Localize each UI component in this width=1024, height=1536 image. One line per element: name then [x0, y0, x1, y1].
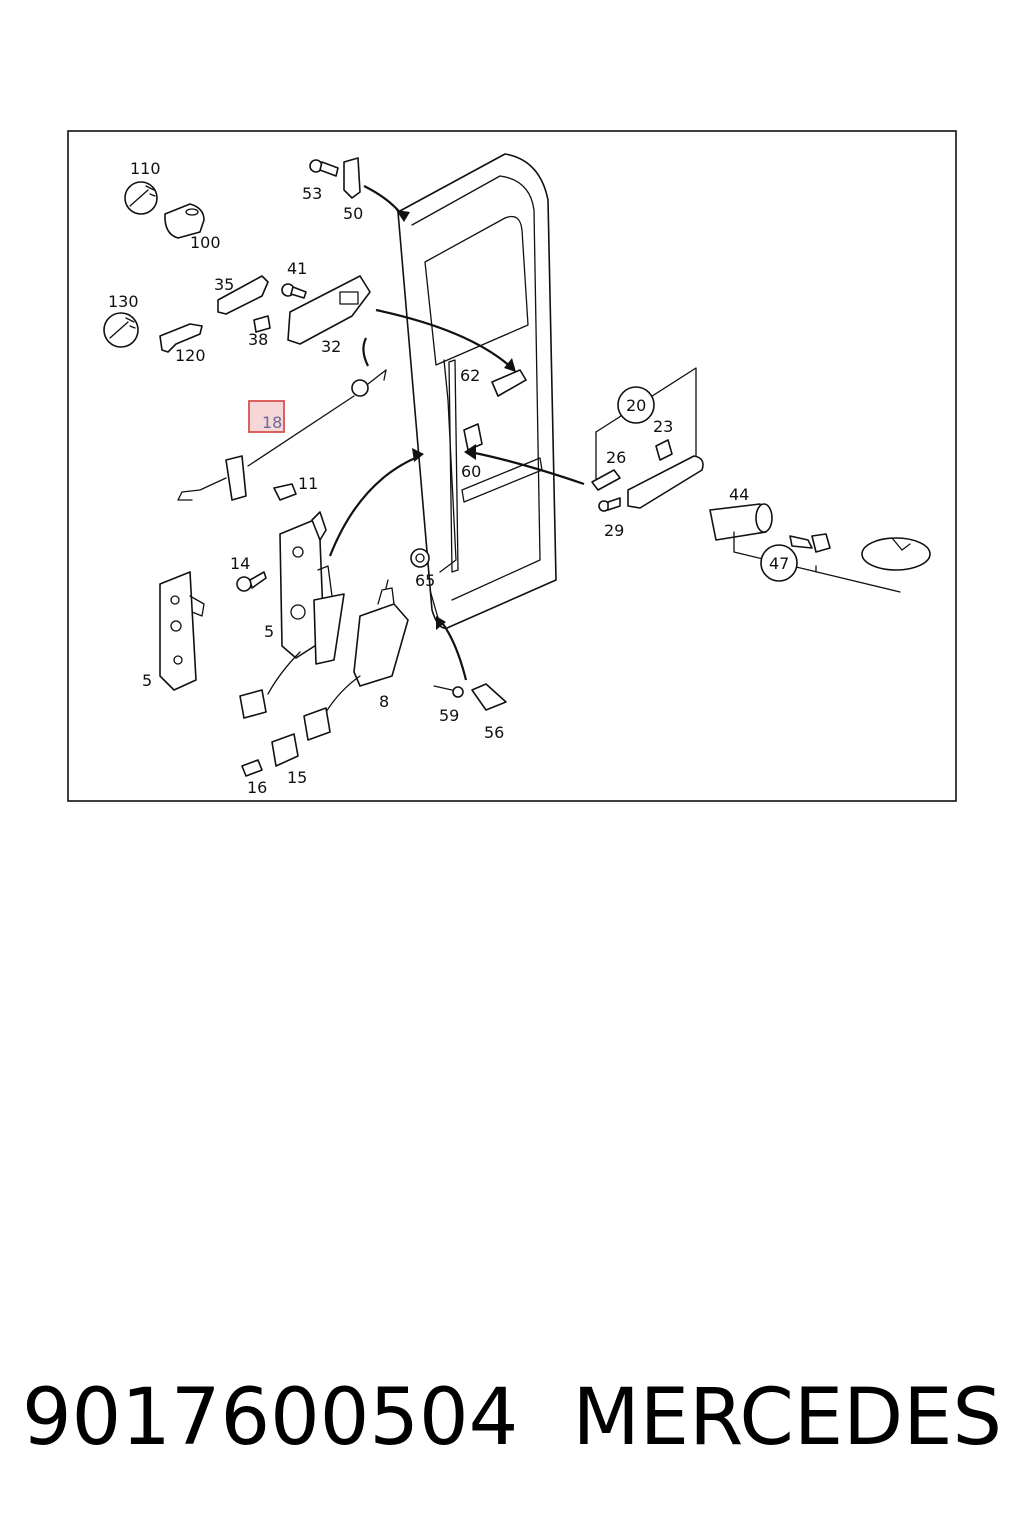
- arrow-56-to-door: [439, 619, 468, 681]
- part-53-bolt: [309, 159, 339, 177]
- wire-lock: [267, 651, 301, 695]
- callout-35: 35: [214, 275, 234, 294]
- diagram-frame: [67, 130, 957, 802]
- arrow-handle-to-door: [469, 450, 585, 486]
- callout-18-highlight: [248, 400, 285, 433]
- callout-29: 29: [604, 521, 624, 540]
- part-50-clip: [343, 157, 361, 199]
- part-29-screw: [598, 497, 621, 512]
- arrowhead-lock: [412, 448, 424, 462]
- part-outer-handle: [627, 455, 704, 509]
- arrowhead-32: [504, 358, 516, 372]
- part-5-lock-plate: [159, 571, 205, 691]
- part-35-bracket: [217, 275, 269, 315]
- callout-5-center: 5: [264, 622, 274, 641]
- callout-14: 14: [230, 554, 250, 573]
- part-38-nut: [253, 315, 271, 333]
- part-59-screw: [433, 685, 464, 698]
- connector-actuator: [303, 707, 331, 741]
- callout-65: 65: [415, 571, 435, 590]
- callout-32: 32: [321, 337, 341, 356]
- arrow-18-to-32: [362, 337, 369, 367]
- wrench-icon-130: [103, 312, 139, 348]
- callout-110: 110: [130, 159, 161, 178]
- callout-26: 26: [606, 448, 626, 467]
- part-120-bracket: [159, 323, 203, 353]
- part-18-cable: [177, 369, 387, 501]
- callout-60: 60: [461, 462, 481, 481]
- callout-circle-47: [760, 544, 798, 582]
- callout-5-left: 5: [142, 671, 152, 690]
- part-8-actuator: [353, 579, 409, 687]
- caption-bar: 9017600504 MERCEDES: [0, 1368, 1024, 1468]
- part-23-clip: [655, 439, 673, 461]
- part-100-pad: [164, 203, 205, 239]
- callout-44: 44: [729, 485, 749, 504]
- parts-diagram: 110 100 53 50 35 41 38 32 130 120 62 18 …: [67, 130, 957, 802]
- callout-23: 23: [653, 417, 673, 436]
- part-11-clip: [273, 483, 297, 501]
- callout-15: 15: [287, 768, 307, 787]
- callout-11: 11: [298, 474, 318, 493]
- callout-56: 56: [484, 723, 504, 742]
- connector-lock: [239, 689, 267, 719]
- callout-16: 16: [247, 778, 267, 797]
- arrow-32-to-door: [375, 308, 513, 369]
- arrowhead-handle: [464, 444, 476, 460]
- part-key: [789, 533, 831, 553]
- part-60-rod: [439, 359, 483, 573]
- callout-38: 38: [248, 330, 268, 349]
- callout-53: 53: [302, 184, 322, 203]
- part-56-bracket: [471, 683, 507, 711]
- callout-20: 20: [626, 396, 646, 415]
- callout-circle-20: [617, 386, 655, 424]
- part-5-lock-mechanism: [279, 511, 345, 665]
- part-62-handle: [491, 369, 527, 397]
- part-14-screw: [236, 571, 267, 592]
- callout-100: 100: [190, 233, 221, 252]
- part-26-gasket: [591, 469, 621, 491]
- arrowhead-56: [436, 616, 446, 630]
- wire-actuator: [325, 675, 361, 713]
- part-44-lock-cylinder: [709, 503, 773, 541]
- callout-8: 8: [379, 692, 389, 711]
- arrowhead-50: [396, 210, 410, 222]
- callout-120: 120: [175, 346, 206, 365]
- door-panel: [397, 153, 557, 629]
- callout-130: 130: [108, 292, 139, 311]
- callout-47: 47: [769, 554, 789, 573]
- part-key-ring: [861, 537, 931, 571]
- arrow-lock-to-door: [328, 454, 421, 557]
- part-number: 9017600504: [22, 1373, 519, 1463]
- part-41-bolt: [281, 283, 307, 299]
- part-32-inner-handle: [287, 275, 371, 345]
- callout-18: 18: [262, 413, 282, 432]
- callout-59: 59: [439, 706, 459, 725]
- part-65-nut: [410, 548, 430, 568]
- brand-name: MERCEDES: [572, 1373, 1003, 1463]
- group-47-lines: [733, 531, 901, 593]
- callout-41: 41: [287, 259, 307, 278]
- wrench-icon: [124, 181, 158, 215]
- part-15-connector: [271, 733, 299, 767]
- callout-50: 50: [343, 204, 363, 223]
- part-16-terminal: [241, 759, 263, 777]
- callout-62: 62: [460, 366, 480, 385]
